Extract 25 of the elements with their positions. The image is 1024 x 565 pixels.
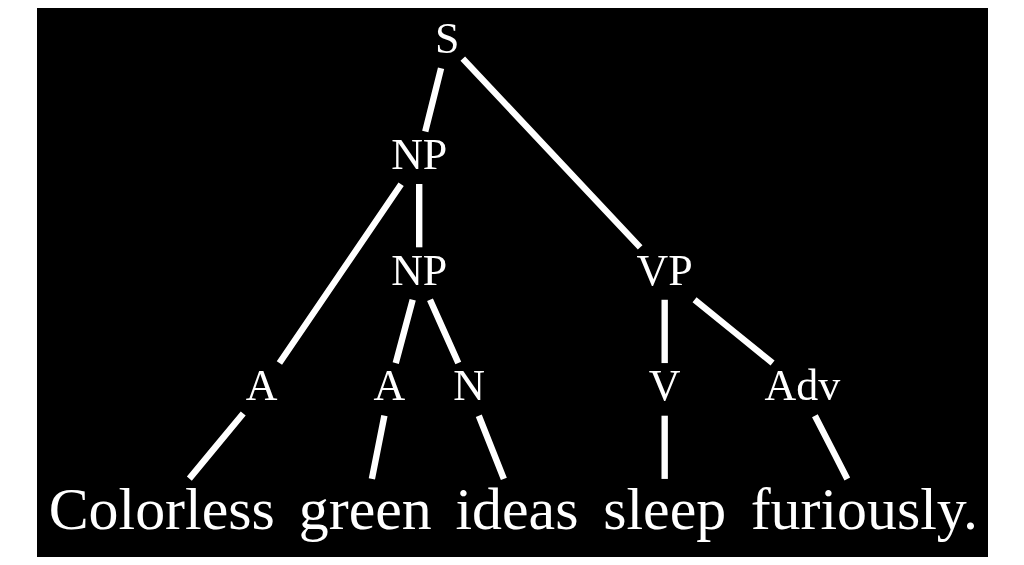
node-text: furiously. — [750, 475, 978, 542]
connector — [811, 414, 850, 481]
node-text: V — [648, 361, 681, 410]
node-text: A — [372, 361, 405, 410]
node-text: sleep — [602, 475, 726, 542]
node-text: Colorless — [48, 475, 275, 542]
node-text: green — [298, 475, 432, 542]
node-text: NP — [390, 245, 447, 294]
connector — [475, 414, 507, 481]
node-text: VP — [636, 245, 693, 294]
connector — [186, 411, 246, 481]
node-text: NP — [390, 129, 447, 178]
connector — [459, 56, 642, 250]
connector — [661, 299, 668, 364]
connector — [426, 298, 461, 365]
connector — [692, 297, 775, 366]
connector — [421, 67, 444, 133]
connector — [392, 298, 416, 364]
connector — [276, 182, 404, 365]
node-text: N — [452, 361, 485, 410]
node-text: A — [245, 361, 277, 410]
node-text: S — [434, 14, 459, 63]
node-text: ideas — [454, 475, 578, 542]
node-text: Adv — [764, 361, 840, 410]
connector — [368, 415, 388, 480]
